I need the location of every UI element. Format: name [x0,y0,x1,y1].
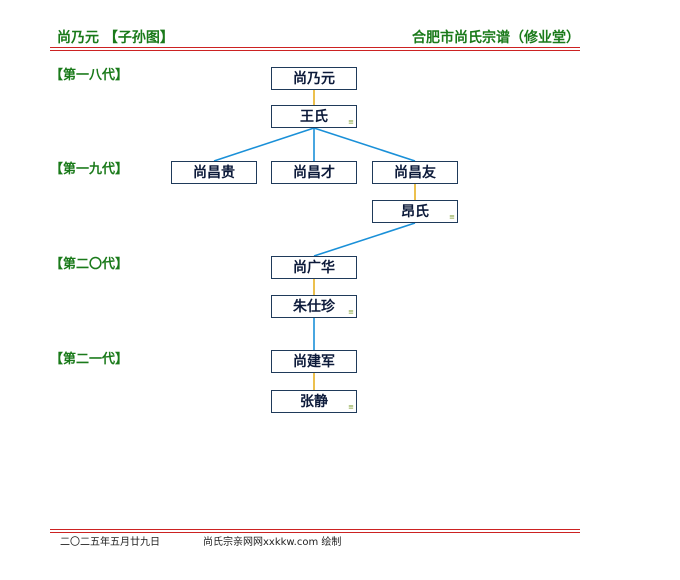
genealogy-title: 合肥市尚氏宗谱（修业堂） [412,30,580,46]
child-link [213,127,315,162]
generation-label-19: 【第一九代】 [50,162,129,177]
chart-title: 尚乃元 【子孙图】 [57,30,174,46]
person-name: 尚广华 [293,259,335,276]
generation-label-21: 【第二一代】 [50,352,129,367]
person-node[interactable]: 尚建军 [271,350,357,373]
footer-rule-top [50,529,580,530]
generation-label-18: 【第一八代】 [50,68,129,83]
footer-rule-bottom [50,532,580,533]
person-name: 尚建军 [293,353,335,370]
spouse-marker-icon: ≡ [449,213,455,221]
person-node[interactable]: 尚昌贵 [171,161,257,184]
spouse-marker-icon: ≡ [348,308,354,316]
person-name: 尚昌友 [394,164,436,181]
person-name: 王氏 [300,108,328,125]
person-node[interactable]: 尚广华 [271,256,357,279]
footer-date: 二〇二五年五月廿九日 [60,537,160,548]
spouse-marker-icon: ≡ [348,118,354,126]
person-name: 尚昌才 [293,164,335,181]
header-rule-bottom [50,50,580,51]
person-name: 张静 [300,393,328,410]
header-rule-top [50,47,580,48]
person-node[interactable]: 尚昌才 [271,161,357,184]
person-node[interactable]: 王氏 ≡ [271,105,357,128]
person-node[interactable]: 尚乃元 [271,67,357,90]
generation-label-20: 【第二〇代】 [50,257,129,272]
person-node[interactable]: 朱仕珍 ≡ [271,295,357,318]
spouse-marker-icon: ≡ [348,403,354,411]
person-name: 尚乃元 [293,70,335,87]
person-name: 朱仕珍 [293,298,335,315]
person-node[interactable]: 昂氏 ≡ [372,200,458,223]
person-node[interactable]: 张静 ≡ [271,390,357,413]
child-link [313,222,416,257]
child-link [313,127,416,162]
footer-credit: 尚氏宗亲网网xxkkw.com 绘制 [203,537,342,548]
person-node[interactable]: 尚昌友 [372,161,458,184]
person-name: 尚昌贵 [193,164,235,181]
person-name: 昂氏 [401,203,429,220]
